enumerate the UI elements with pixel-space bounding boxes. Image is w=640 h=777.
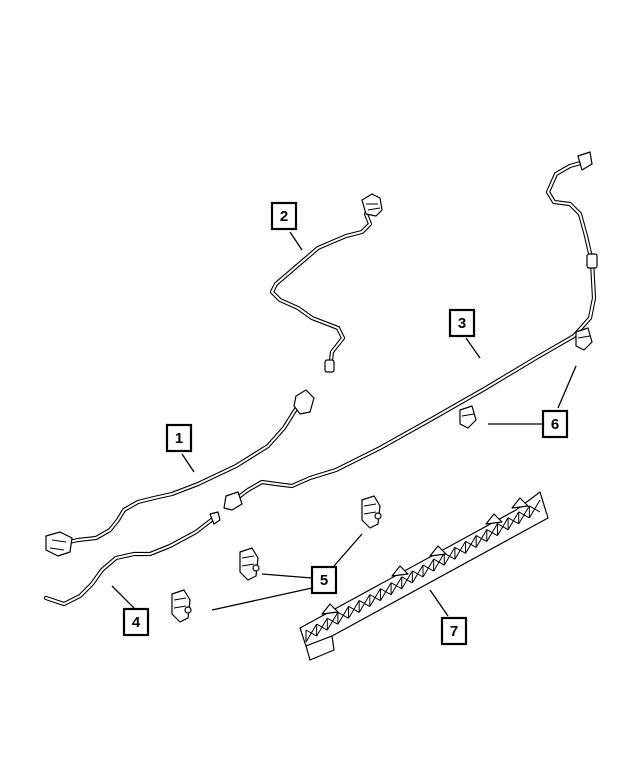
bracket-lattice-segment <box>475 529 488 548</box>
bracket-lattice-segment <box>390 576 403 595</box>
svg-text:4: 4 <box>132 614 141 631</box>
leader-line-5c <box>211 587 313 611</box>
bracket-lattice-segment <box>486 523 498 542</box>
leader-line-5b <box>261 573 313 579</box>
leader-line-1 <box>181 453 195 473</box>
part-5-clip-lower <box>171 589 192 623</box>
bracket-lattice-segment <box>348 600 360 619</box>
part-1-tube <box>45 389 315 557</box>
part-3-tube <box>223 151 598 511</box>
bracket-lattice-segment <box>422 558 435 578</box>
bracket-lattice-segment <box>496 517 509 536</box>
callout-5: 5 <box>310 565 338 595</box>
callout-3: 3 <box>448 308 476 338</box>
callout-6: 6 <box>541 409 569 439</box>
leader-line-4 <box>111 585 135 609</box>
bracket-lattice-segment <box>316 617 328 637</box>
part-4-tube <box>43 511 221 607</box>
callout-7: 7 <box>440 616 468 646</box>
callout-1: 1 <box>165 423 193 453</box>
part-5-clip-upper <box>361 495 382 529</box>
bracket-lattice-segment <box>528 499 541 519</box>
leader-lines <box>111 231 577 617</box>
svg-text:1: 1 <box>175 430 183 447</box>
callout-4: 4 <box>122 607 150 637</box>
bracket-lattice-segment <box>358 594 371 613</box>
leader-line-5a <box>333 533 363 567</box>
svg-text:3: 3 <box>458 315 466 332</box>
svg-text:7: 7 <box>450 623 458 640</box>
bracket-lattice-segment <box>337 606 349 625</box>
bracket-lattice-segment <box>465 535 477 554</box>
part-2-tube <box>269 193 383 373</box>
bracket-lattice-segment <box>326 612 339 631</box>
svg-text:6: 6 <box>551 416 559 433</box>
part-6-clip-upper <box>575 327 593 351</box>
part-6-clip-lower <box>459 405 477 429</box>
leader-line-6a <box>557 365 577 409</box>
bracket-lattice-segment <box>454 541 466 560</box>
bracket-lattice-segment <box>518 505 530 525</box>
leader-line-3 <box>465 337 481 359</box>
bracket-lattice-segment <box>411 564 424 584</box>
bracket-lattice-segment <box>369 588 381 607</box>
bracket-lattice-segment <box>379 582 392 601</box>
callout-2: 2 <box>270 201 298 231</box>
bracket-lattice-segment <box>433 552 445 572</box>
svg-text:5: 5 <box>320 572 328 589</box>
leader-line-7 <box>429 589 449 617</box>
svg-text:2: 2 <box>280 208 288 225</box>
bracket-lattice-segment <box>401 570 413 590</box>
leader-line-2 <box>289 231 303 251</box>
bracket-lattice-segment <box>507 511 520 530</box>
bracket-lattice-segment <box>305 623 318 643</box>
part-5-clip-middle <box>239 547 260 581</box>
part-7-bracket <box>299 491 549 661</box>
